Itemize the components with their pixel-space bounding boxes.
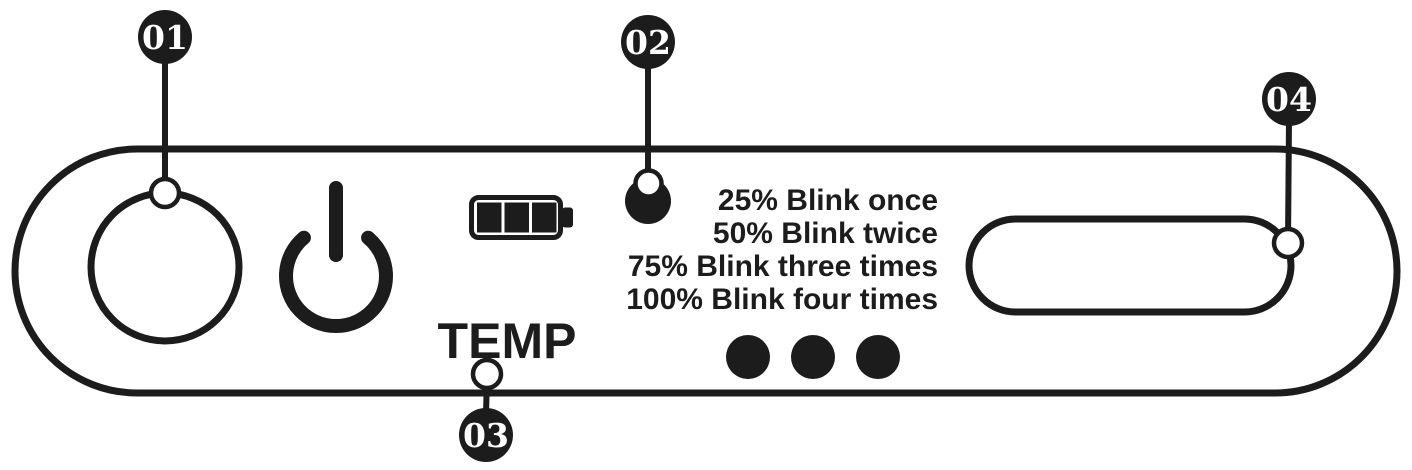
temp-dot-1 [726, 335, 770, 379]
blink-legend-line-2: 50% Blink twice [713, 217, 938, 250]
battery-body [469, 195, 563, 240]
callout-04-line [1285, 119, 1292, 244]
callout-02-anchor [633, 168, 664, 199]
blink-legend-line-1: 25% Blink once [718, 184, 938, 217]
callout-03-badge: 03 [459, 408, 513, 462]
callout-01-number: 01 [142, 18, 188, 57]
callout-04-anchor [1271, 226, 1305, 260]
battery-bar-2 [504, 202, 529, 233]
battery-bar-3 [532, 202, 557, 233]
blink-legend-line-4: 100% Blink four times [626, 283, 938, 316]
callout-03-circle [459, 408, 513, 462]
blink-legend: 25% Blink once 50% Blink twice 75% Blink… [626, 184, 938, 316]
battery-bar-1 [477, 202, 502, 233]
temp-dot-3 [856, 335, 900, 379]
callout-02-badge: 02 [621, 15, 675, 69]
callout-01-circle [138, 10, 192, 64]
callout-04-circle [1262, 72, 1316, 126]
callout-04-badge: 04 [1262, 72, 1316, 126]
callout-03-anchor [470, 357, 504, 391]
battery-icon [469, 195, 573, 240]
callout-04-number: 04 [1266, 80, 1312, 119]
device-body-outline [11, 145, 1401, 397]
power-icon [279, 181, 393, 334]
temp-dot-2 [791, 335, 835, 379]
blink-legend-line-3: 75% Blink three times [628, 250, 938, 283]
temp-label: TEMP [438, 313, 577, 369]
temp-level-dots [726, 335, 900, 379]
callout-01-anchor [148, 176, 182, 210]
battery-terminal [562, 207, 573, 228]
callout-03-number: 03 [463, 416, 509, 455]
callout-02-circle [621, 15, 675, 69]
power-icon-arc [279, 230, 393, 334]
callout-02-number: 02 [625, 23, 671, 62]
callout-01-badge: 01 [138, 10, 192, 64]
oval-slot [965, 215, 1295, 316]
